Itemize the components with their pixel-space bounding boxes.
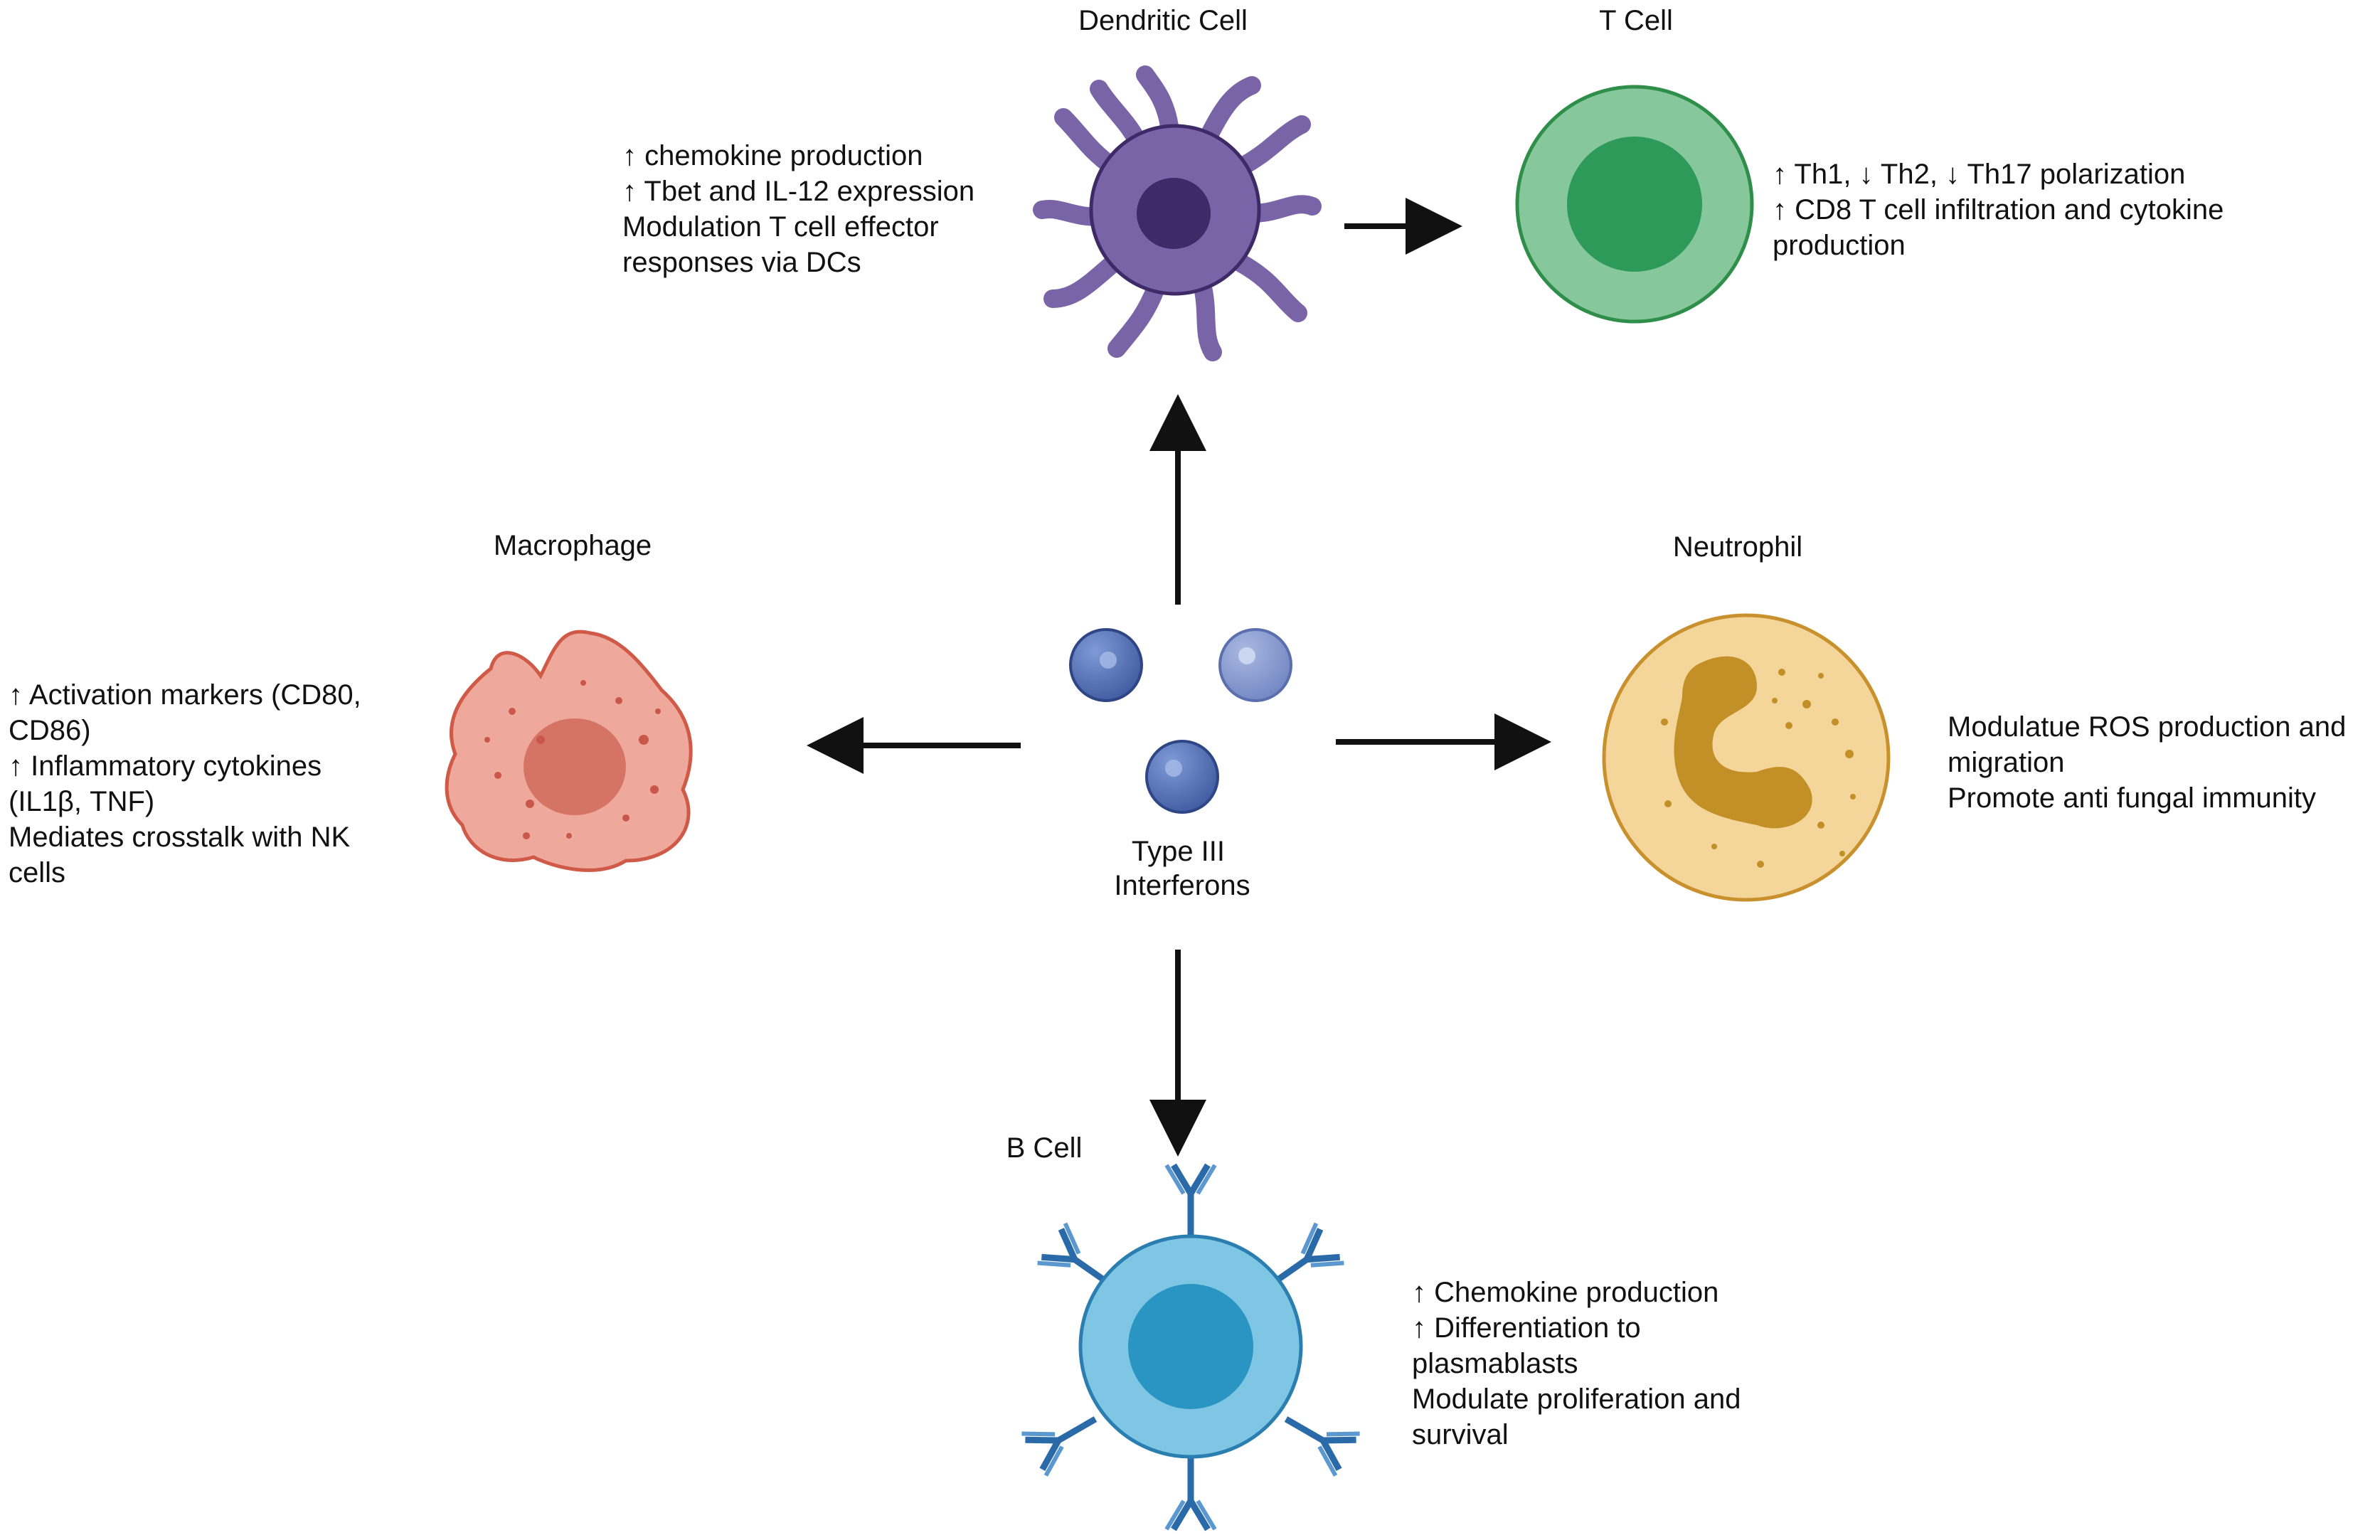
b-cell-desc-line: Modulate proliferation and xyxy=(1412,1384,1741,1415)
svg-text:↑ chemokine production ↑: ↑ chemokine production ↑ Tbet and IL-12 … xyxy=(622,140,982,278)
t-cell-desc-line: ↑ CD8 T cell infiltration and cytokine xyxy=(1773,194,2224,225)
macrophage-title: Macrophage xyxy=(494,530,652,561)
macrophage-desc-line: ↑ Activation markers (CD80, xyxy=(9,679,361,711)
b-cell: B Cell ↑ Chemokine production ↑ Differen… xyxy=(1006,1132,1749,1529)
svg-text:↑ Chemokine production ↑: ↑ Chemokine production ↑ Differentiation… xyxy=(1412,1277,1749,1450)
dendritic-cell-title: Dendritic Cell xyxy=(1078,5,1248,36)
neutrophil-desc-line: migration xyxy=(1948,747,2065,778)
macrophage-desc-line: (IL1β, TNF) xyxy=(9,786,154,817)
svg-text:↑ Th1, ↓ Th2, ↓ Th17 polarizat: ↑ Th1, ↓ Th2, ↓ Th17 polarization ↑ CD8 … xyxy=(1773,159,2232,261)
interferon-molecule-icon xyxy=(1218,628,1292,702)
neutrophil: Neutrophil Modulatue ROS production and … xyxy=(1602,531,2354,902)
t-cell-icon xyxy=(1515,85,1754,324)
svg-text:↑ Activation markers (CD80,: ↑ Activation markers (CD80, CD86) ↑ Infl… xyxy=(9,679,369,888)
dendritic-cell: Dendritic Cell ↑ chemokine production ↑ … xyxy=(622,5,1322,361)
b-cell-desc-line: survival xyxy=(1412,1419,1509,1450)
interferon-molecule-icon xyxy=(1145,740,1219,814)
neutrophil-title: Neutrophil xyxy=(1673,531,1802,563)
b-cell-desc-line: ↑ Chemokine production xyxy=(1412,1277,1718,1308)
macrophage-desc-line: Mediates crosstalk with NK xyxy=(9,822,350,853)
neutrophil-desc-line: Modulatue ROS production and xyxy=(1948,711,2346,743)
dendritic-cell-icon xyxy=(1033,65,1322,361)
t-cell-desc-line: production xyxy=(1773,230,1906,261)
center-label-line-2: Interferons xyxy=(1114,870,1250,901)
interferon-molecule-icon xyxy=(1069,628,1143,702)
t-cell-desc-line: ↑ Th1, ↓ Th2, ↓ Th17 polarization xyxy=(1773,159,2185,190)
macrophage-icon xyxy=(445,630,693,872)
type-iii-interferons: Type III Interferons xyxy=(1069,628,1292,901)
dendritic-desc-line: Modulation T cell effector xyxy=(622,211,939,243)
svg-text:Modulatue ROS production and: Modulatue ROS production and migration P… xyxy=(1948,711,2354,814)
dendritic-desc-line: ↑ chemokine production xyxy=(622,140,923,171)
svg-text:Type III Interferons: Type III Interferons xyxy=(1114,836,1250,901)
macrophage-desc-line: cells xyxy=(9,857,65,888)
neutrophil-icon xyxy=(1602,613,1891,902)
dendritic-desc-line: ↑ Tbet and IL-12 expression xyxy=(622,176,974,207)
b-cell-desc-line: plasmablasts xyxy=(1412,1348,1578,1379)
b-cell-title: B Cell xyxy=(1006,1132,1083,1164)
center-label-line-1: Type III xyxy=(1132,836,1225,867)
b-cell-desc-line: ↑ Differentiation to xyxy=(1412,1312,1641,1344)
macrophage: Macrophage ↑ Activation markers (CD80, C… xyxy=(9,530,693,888)
neutrophil-desc-line: Promote anti fungal immunity xyxy=(1948,782,2316,814)
macrophage-desc-line: ↑ Inflammatory cytokines xyxy=(9,750,322,782)
t-cell: T Cell ↑ Th1, ↓ Th2, ↓ Th17 polarization… xyxy=(1515,5,2232,324)
t-cell-title: T Cell xyxy=(1599,5,1673,36)
macrophage-desc-line: CD86) xyxy=(9,715,91,746)
dendritic-desc-line: responses via DCs xyxy=(622,247,861,278)
b-cell-icon xyxy=(1021,1165,1359,1529)
